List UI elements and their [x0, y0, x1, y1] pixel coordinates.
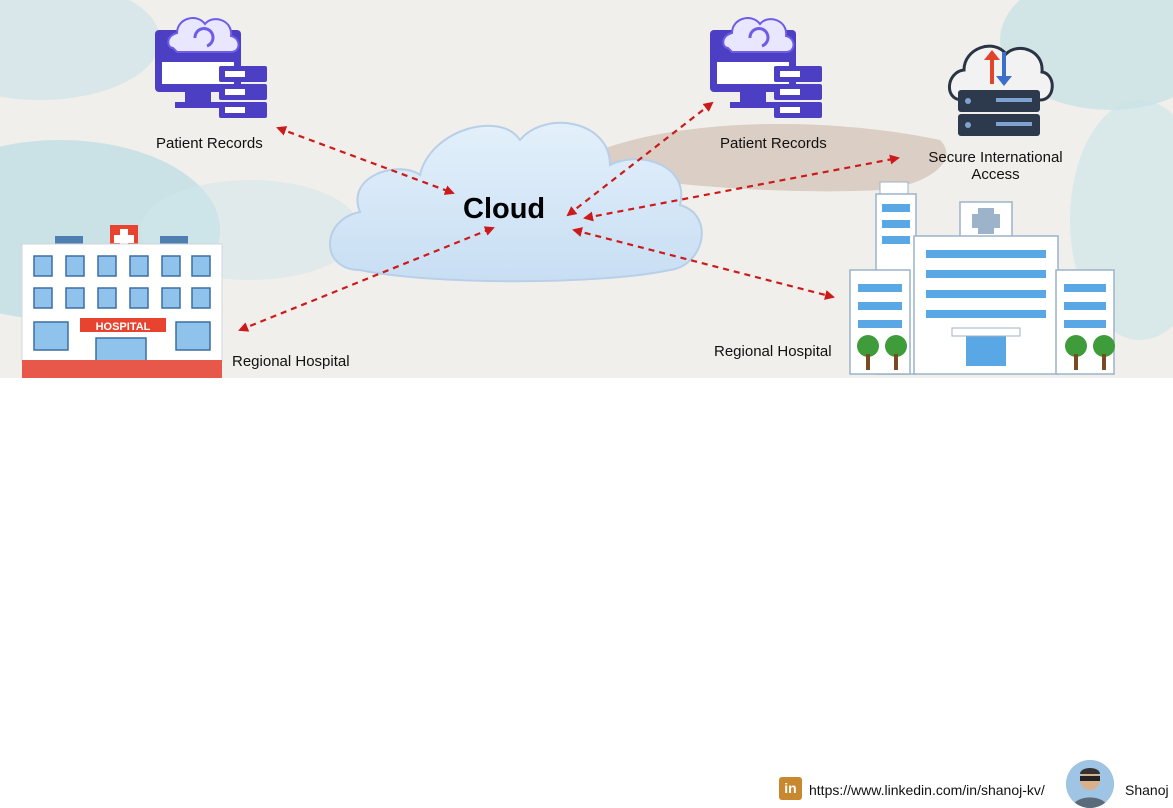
hospital-building-left: [21, 225, 223, 378]
connector-cloud-regional-hospital-left: [238, 226, 495, 332]
regional-hospital-left-label: Regional Hospital: [232, 353, 350, 370]
connector-cloud-patient-records-left: [276, 126, 455, 195]
secure-access-label: Secure International Access: [928, 149, 1063, 183]
connector-cloud-secure-access: [583, 154, 900, 222]
diagram-canvas: HOSPITAL Cloud Patient Records Patient R…: [0, 0, 1173, 378]
regional-hospital-right-label: Regional Hospital: [714, 343, 832, 360]
patient-records-left-label: Patient Records: [156, 135, 263, 152]
connector-cloud-regional-hospital-right: [572, 227, 835, 300]
hospital-building-right: [849, 181, 1115, 375]
hospital-sign-text: HOSPITAL: [96, 321, 151, 333]
cloud-label: Cloud: [463, 193, 546, 225]
tree-icons: [857, 335, 1115, 370]
patient-records-right-label: Patient Records: [720, 135, 827, 152]
connectors: [238, 101, 900, 332]
cloud-server-icon: [948, 44, 1054, 136]
avatar: [1066, 760, 1114, 808]
database-monitor-icon-left: [155, 17, 267, 118]
diagram-svg: HOSPITAL: [0, 0, 1173, 378]
linkedin-url-link[interactable]: https://www.linkedin.com/in/shanoj-kv/: [809, 782, 1045, 798]
author-name: Shanoj: [1125, 782, 1169, 798]
footer: in https://www.linkedin.com/in/shanoj-kv…: [0, 378, 1173, 808]
database-monitor-icon-right: [710, 17, 822, 118]
linkedin-icon[interactable]: in: [779, 777, 802, 800]
